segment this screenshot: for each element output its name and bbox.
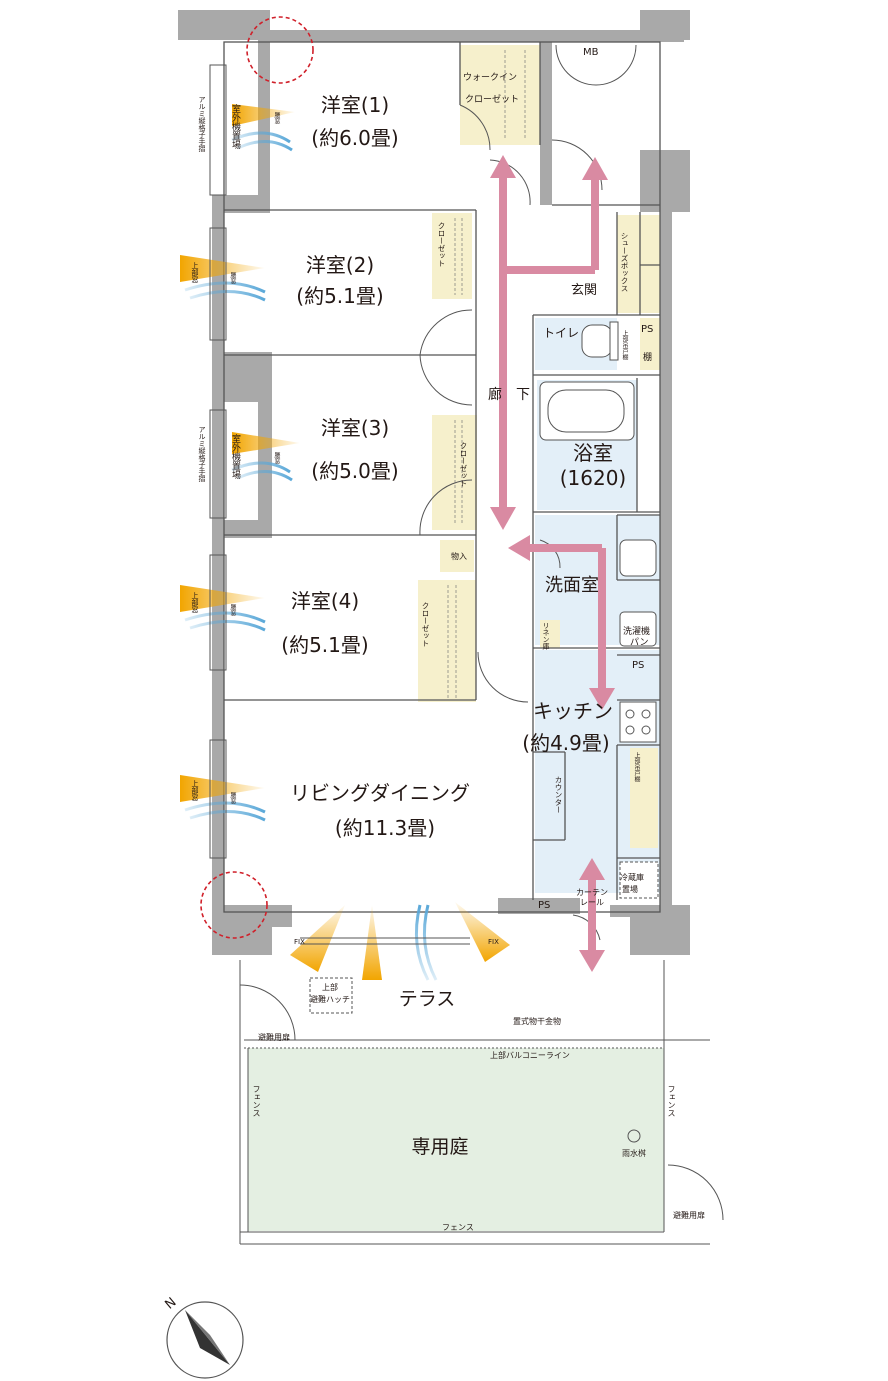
upper-cabinet-label-2: 上部吊戸棚	[633, 752, 640, 782]
shelf-box	[640, 318, 660, 370]
ventilation-arrow-heads	[490, 155, 615, 972]
walkin-label-1: ウォークイン	[463, 72, 517, 83]
shoebox	[617, 215, 660, 313]
alu-rail-label-1: アルミ縦格子手摺	[198, 96, 206, 152]
alu-rail-label-2: アルミ縦格子手摺	[198, 426, 206, 482]
room3-name: 洋室(3)	[321, 416, 389, 440]
fridge-label-2: 置場	[622, 884, 638, 894]
vent-circle-top	[246, 16, 314, 84]
entrance-name: 玄関	[571, 283, 597, 298]
walls	[178, 10, 690, 955]
vent-circle-bottom	[200, 871, 268, 939]
sink	[619, 539, 657, 577]
kitchen-cabinet	[630, 748, 658, 848]
closet-label-3: クローゼット	[459, 442, 468, 487]
living-name: リビングダイニング	[290, 781, 470, 805]
stove-icon	[619, 701, 657, 743]
room2-name: 洋室(2)	[306, 253, 374, 277]
breeze-lines-vertical	[414, 904, 438, 981]
walkin-closet	[460, 45, 540, 145]
storage-label: 物入	[451, 551, 467, 561]
ps-label-toilet: PS	[641, 324, 653, 335]
room3-size: (約5.0畳)	[311, 459, 398, 483]
windows	[209, 64, 710, 1245]
closet-3	[432, 415, 477, 530]
upper-balcony-label: 上部バルコニーライン	[490, 1050, 570, 1060]
living-size: (約11.3畳)	[335, 816, 435, 840]
toilet-name: トイレ	[543, 326, 579, 340]
laundry-label-2: パン	[630, 637, 648, 648]
closet-label-2: クローゼット	[437, 222, 446, 267]
breeze-lines	[184, 131, 293, 822]
waist-window-label-2: 腰窓	[229, 272, 236, 284]
upper-cabinet-label-1: 上部吊戸棚	[621, 330, 628, 360]
counter-label: カウンター	[554, 776, 563, 814]
room4-size: (約5.1畳)	[281, 633, 368, 657]
waist-window-label-1: 腰窓	[273, 112, 280, 124]
north-label: N	[162, 1295, 179, 1313]
mb-label: MB	[583, 47, 599, 58]
bath-name: 浴室	[573, 441, 613, 465]
fence-bottom: フェンス	[442, 1223, 474, 1232]
escape-door-right: 避難用扉	[673, 1210, 705, 1220]
fridge-space	[619, 861, 659, 899]
washer-pan	[619, 611, 657, 647]
washroom-name: 洗面室	[545, 575, 599, 596]
ventilation-arrows	[499, 170, 606, 955]
fridge-label-1: 冷蔵庫	[620, 872, 644, 882]
escape-door-left: 避難用扉	[258, 1032, 290, 1042]
shoebox-label: シューズボックス	[620, 232, 629, 292]
kitchen-name: キッチン	[533, 699, 613, 723]
laundry-label-1: 洗濯機	[623, 625, 650, 637]
linen-label: リネン庫	[542, 622, 550, 650]
interior-lines	[223, 41, 661, 913]
room4-name: 洋室(4)	[291, 589, 359, 613]
closet-label-4: クローゼット	[421, 602, 430, 647]
upper-window-label-1: 上部窓	[191, 262, 199, 283]
hatch-label-2: 避難ハッチ	[310, 994, 350, 1004]
room1-name: 洋室(1)	[321, 93, 389, 117]
closet-4	[418, 580, 476, 702]
linen-box	[540, 620, 560, 648]
waist-window-label-4: 腰窓	[229, 604, 236, 616]
storage-box	[440, 540, 474, 572]
bathtub	[539, 381, 635, 441]
fence-left: フェンス	[252, 1085, 261, 1117]
waist-window-label-5: 腰窓	[229, 792, 236, 804]
waist-window-label-3: 腰窓	[273, 452, 280, 464]
room1-size: (約6.0畳)	[311, 126, 398, 150]
closet-details	[447, 50, 526, 698]
toilet-fixture	[581, 321, 619, 361]
ps-label-bottom: PS	[538, 900, 550, 911]
outdoor-unit-label-2: 室外機置場	[230, 434, 240, 479]
corridor-name: 廊 下	[488, 386, 530, 403]
shelf-label: 棚	[643, 351, 652, 363]
curtain-label-2: レール	[580, 898, 604, 907]
bath-size: (1620)	[560, 466, 627, 490]
curtain-label-1: カーテン	[576, 888, 608, 897]
garden-area	[248, 1048, 664, 1231]
upper-window-label-3: 上部窓	[191, 780, 199, 801]
laundry-hardware-label: 置式物干金物	[513, 1016, 561, 1026]
garden-name: 専用庭	[411, 1136, 468, 1158]
fence-right: フェンス	[667, 1085, 676, 1117]
ps-label-wash: PS	[632, 660, 644, 671]
fix-right: FIX	[488, 938, 499, 946]
fix-left: FIX	[294, 938, 305, 946]
outdoor-unit-label-1: 室外機置場	[230, 104, 240, 149]
rain-basin-label: 雨水桝	[622, 1148, 646, 1158]
compass	[166, 1301, 244, 1379]
room2-size: (約5.1畳)	[296, 284, 383, 308]
terrace-name: テラス	[399, 988, 456, 1010]
hatch-label-1: 上部	[322, 982, 338, 992]
kitchen-size: (約4.9畳)	[522, 731, 609, 755]
walkin-label-2: クローゼット	[465, 93, 519, 105]
door-swings	[239, 44, 724, 1221]
upper-window-label-2: 上部窓	[191, 592, 199, 613]
closet-2	[432, 213, 472, 299]
